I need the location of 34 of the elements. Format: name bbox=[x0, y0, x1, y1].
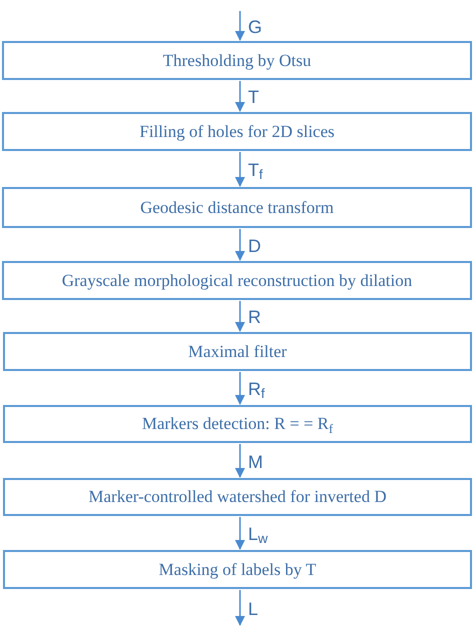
edge-label: D bbox=[248, 236, 261, 254]
step-text: Markers detection: R = = R$_{f}$ bbox=[142, 413, 334, 435]
process-box bbox=[3, 332, 472, 371]
step-text: Marker-controlled watershed for inverted D bbox=[88, 486, 386, 508]
step-text: Filling of holes for 2D slices bbox=[139, 120, 334, 142]
step-text: Grayscale morphological reconstruction by dilation bbox=[62, 270, 412, 292]
arrow bbox=[235, 444, 245, 478]
edge-label: G bbox=[248, 18, 262, 36]
edge-label: L$_{w}$ bbox=[248, 525, 268, 543]
edge-label: R$_{f}$ bbox=[248, 380, 265, 398]
process-box bbox=[3, 550, 472, 589]
arrow bbox=[235, 81, 245, 112]
process-box bbox=[2, 112, 472, 151]
process-box bbox=[2, 261, 472, 300]
arrow bbox=[235, 152, 245, 187]
arrow bbox=[235, 590, 245, 626]
process-box bbox=[2, 41, 472, 80]
arrow bbox=[235, 517, 245, 550]
step-text: Maximal filter bbox=[188, 340, 287, 362]
edge-label: T bbox=[248, 88, 259, 106]
edge-label: L bbox=[248, 600, 258, 618]
process-box bbox=[3, 478, 472, 516]
process-box bbox=[2, 187, 472, 228]
step-text: Geodesic distance transform bbox=[140, 196, 334, 218]
edge-label: M bbox=[248, 452, 263, 470]
edge-label: R bbox=[248, 308, 261, 326]
arrow bbox=[235, 301, 245, 332]
process-box bbox=[3, 405, 472, 443]
step-text: Thresholding by Otsu bbox=[162, 50, 312, 72]
arrow bbox=[235, 372, 245, 405]
arrow bbox=[235, 11, 245, 41]
step-text: Masking of labels by T bbox=[158, 558, 316, 580]
arrow bbox=[235, 229, 245, 261]
edge-label: T$_{f}$ bbox=[248, 161, 263, 179]
